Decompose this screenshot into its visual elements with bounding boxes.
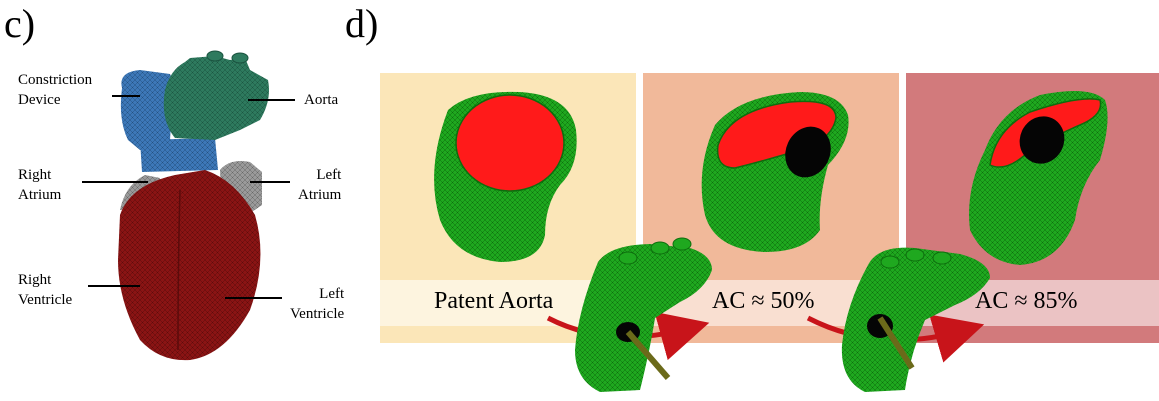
stage-1-cross-section: [434, 92, 577, 262]
label-left-atrium: Left Atrium: [298, 165, 341, 205]
label-left-ventricle: Left Ventricle: [290, 284, 344, 324]
aorta-model: [164, 56, 269, 140]
label-aorta: Aorta: [304, 90, 338, 110]
stage-1-label: Patent Aorta: [434, 288, 553, 315]
stage-2-label: AC ≈ 50%: [712, 288, 815, 315]
stage-1-lumen: [456, 95, 564, 191]
aorta-model-ac50: [575, 238, 712, 392]
heart-model: [118, 51, 269, 360]
aorta-model-ac85: [842, 248, 990, 392]
stage-2-cross-section: [702, 92, 849, 252]
label-right-ventricle: Right Ventricle: [18, 270, 72, 310]
label-constriction-device: Constriction Device: [18, 70, 92, 110]
label-right-atrium: Right Atrium: [18, 165, 61, 205]
ventricles-model: [118, 170, 260, 360]
stage-3-cross-section: [969, 91, 1108, 265]
stage-3-label: AC ≈ 85%: [975, 288, 1078, 315]
